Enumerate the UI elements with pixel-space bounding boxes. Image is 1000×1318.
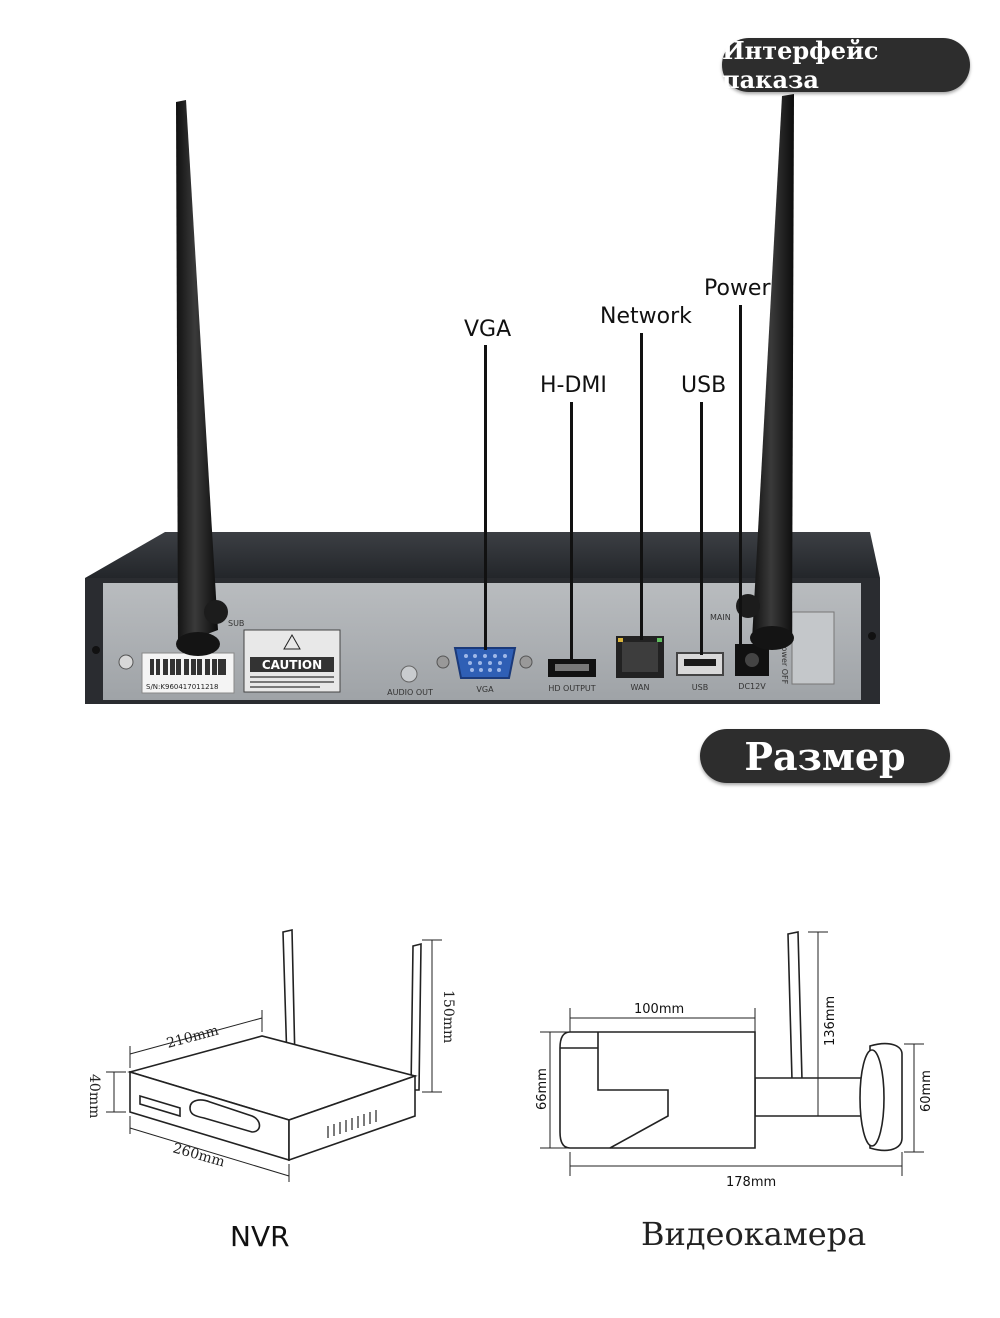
dc12v-print: DC12V <box>738 682 766 691</box>
wan-print: WAN <box>631 683 650 692</box>
audio-out-text: AUDIO OUT <box>387 688 433 697</box>
size-badge-label: Размер <box>744 733 906 779</box>
camera-caption: Видеокамера <box>641 1215 867 1253</box>
nvr-dimension-drawing: 210mm 260mm 40mm 150mm <box>86 929 456 1182</box>
network-label: Network <box>600 304 692 329</box>
nvr-caption: NVR <box>230 1220 290 1253</box>
serial-text: S/N:K960417011218 <box>146 683 218 691</box>
usb-callout-line <box>700 402 703 655</box>
interface-badge-label: Интерфейс паказа <box>722 36 879 94</box>
nvr-antenna-label: 150mm <box>440 990 456 1043</box>
vga-label: VGA <box>464 317 512 342</box>
nvr-rear-photo: S/N:K960417011218 CAUTION AUDIO OUT VGA … <box>85 94 880 704</box>
cam-antenna-label: 136mm <box>823 996 838 1046</box>
network-callout-line <box>640 333 643 640</box>
hdmi-callout-line <box>570 402 573 660</box>
camera-dimension-drawing: 100mm 178mm 66mm 60mm 136mm <box>535 931 934 1190</box>
nvr-depth-label: 260mm <box>171 1140 227 1170</box>
nvr-width-label: 210mm <box>165 1023 221 1052</box>
power-off-print: Power OFF <box>780 642 789 685</box>
nvr-height-label: 40mm <box>86 1074 102 1118</box>
size-badge: Размер <box>700 729 950 783</box>
hdmi-label: H-DMI <box>540 373 607 398</box>
main-print: MAIN <box>710 613 731 622</box>
cam-body-height-label: 66mm <box>535 1068 550 1110</box>
sub-print: SUB <box>228 619 244 628</box>
cam-body-length-label: 100mm <box>634 1002 684 1017</box>
vga-callout-line <box>484 345 487 650</box>
usb-print: USB <box>692 683 708 692</box>
cam-mount-height-label: 60mm <box>919 1070 934 1112</box>
cam-total-length-label: 178mm <box>726 1175 776 1190</box>
vga-print: VGA <box>476 685 494 694</box>
power-callout-line <box>739 305 742 648</box>
usb-label: USB <box>681 373 727 398</box>
hd-output-print: HD OUTPUT <box>548 684 595 693</box>
caution-text: CAUTION <box>262 658 322 672</box>
interface-badge: Интерфейс паказа <box>722 36 970 94</box>
power-label: Power <box>704 276 771 301</box>
